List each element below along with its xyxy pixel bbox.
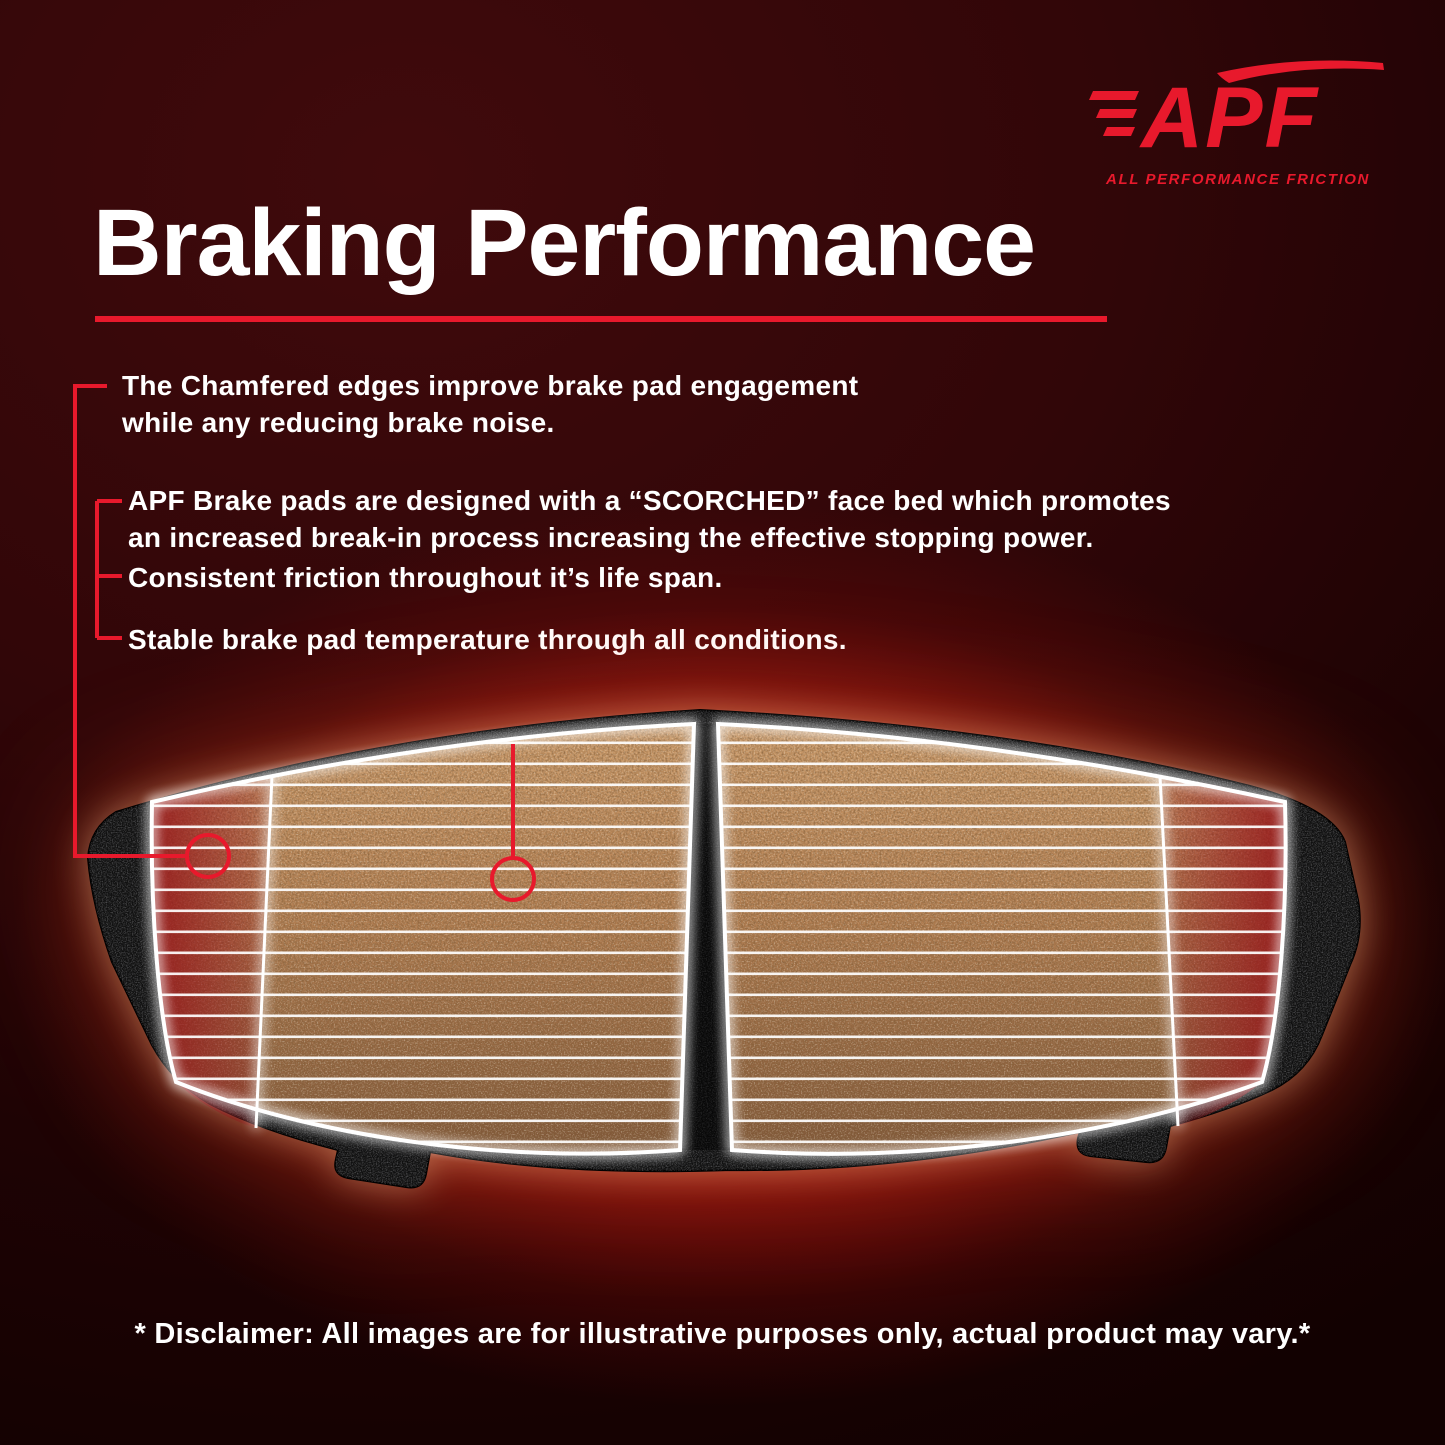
pad-glow-outline	[149, 721, 1288, 1156]
feature-bullet-friction: Consistent friction throughout it’s life…	[128, 562, 723, 593]
apf-logo: APF ALL PERFORMANCE FRICTION	[1089, 60, 1384, 188]
title-underline	[95, 316, 1107, 322]
disclaimer-text: * Disclaimer: All images are for illustr…	[134, 1318, 1311, 1350]
page-title: Braking Performance	[93, 190, 1036, 296]
brake-pad-image	[86, 708, 1361, 1189]
feature-bullet-temperature: Stable brake pad temperature through all…	[128, 624, 847, 655]
feature-bullet-scorched: APF Brake pads are designed with a “SCOR…	[128, 485, 1171, 553]
feature-bracket	[95, 499, 122, 640]
center-slot	[680, 724, 732, 1150]
logo-swoosh-icon	[1217, 60, 1384, 83]
speed-lines-icon	[1089, 91, 1139, 136]
friction-pads	[149, 721, 1288, 1156]
apf-tagline: ALL PERFORMANCE FRICTION	[1105, 171, 1370, 188]
feature-bullet-chamfered: The Chamfered edges improve brake pad en…	[122, 370, 859, 438]
apf-logo-text: APF	[1139, 70, 1319, 166]
